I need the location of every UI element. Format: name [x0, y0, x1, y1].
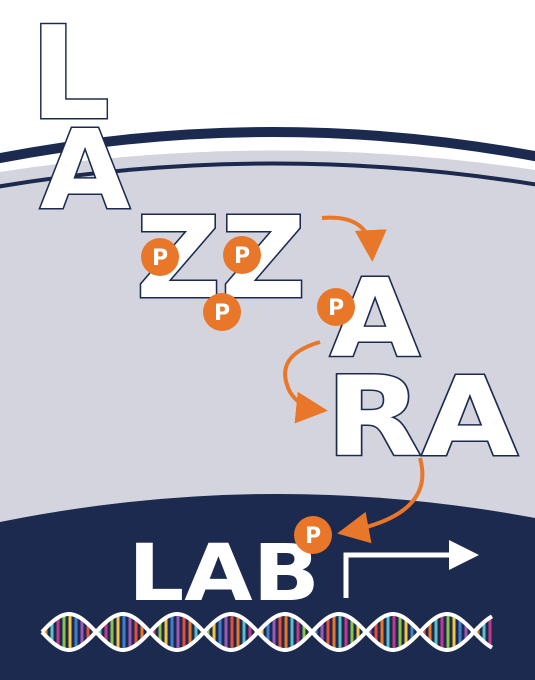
- phosphate-icon: P: [141, 238, 179, 276]
- curved-arrow-icon: [283, 340, 328, 424]
- phosphate-icon: P: [203, 293, 241, 331]
- transcription-arrow-icon: [343, 540, 479, 598]
- nucleus-label: LAB: [128, 529, 320, 619]
- phosphate-label: P: [328, 296, 344, 321]
- cell-membrane-inner: [0, 161, 535, 189]
- letter-a-second: A: [330, 257, 420, 382]
- curved-arrow-icon: [337, 457, 425, 544]
- phosphate-label: P: [214, 301, 230, 326]
- cell-membrane-outer: [0, 127, 535, 164]
- phosphate-icon: P: [317, 288, 355, 326]
- dna-strand: [40, 612, 494, 652]
- phosphate-icon: P: [223, 236, 261, 274]
- letter-l: L: [30, 0, 110, 149]
- phosphate-label: P: [152, 246, 168, 271]
- phosphate-icon: P: [294, 516, 332, 554]
- phosphate-label: P: [305, 524, 321, 549]
- dna-strand: [40, 612, 494, 652]
- dna-helix-icon: [40, 612, 494, 652]
- curved-arrow-icon: [321, 215, 387, 262]
- phosphate-label: P: [234, 244, 250, 269]
- letters-ra: RA: [326, 353, 518, 481]
- letter-a: A: [40, 106, 130, 234]
